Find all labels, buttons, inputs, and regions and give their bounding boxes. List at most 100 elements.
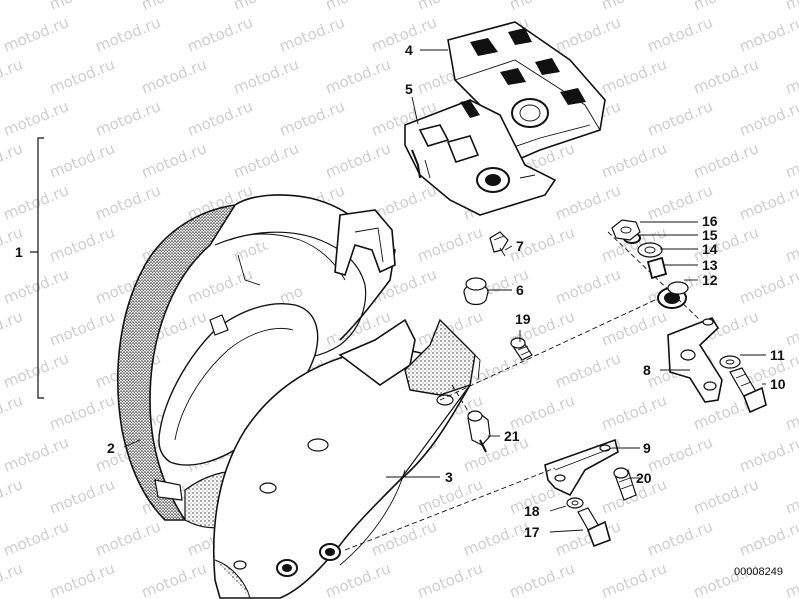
callout-18: 18	[524, 503, 540, 519]
watermark-text: motod.ru	[323, 559, 394, 599]
part-reference-number: 00008249	[734, 566, 783, 578]
watermark-text: motod.ru	[737, 13, 799, 55]
watermark-text: motod.ru	[507, 559, 578, 599]
callout-10: 10	[770, 376, 786, 392]
watermark-text: motod.ru	[645, 13, 716, 55]
watermark-text: motod.ru	[599, 475, 670, 517]
watermark-text: motod.ru	[1, 181, 72, 223]
watermark-text: motod.ru	[185, 265, 256, 307]
cover-part	[447, 21, 606, 166]
watermark-text: motod.ru	[737, 433, 799, 475]
watermark-text: motod.ru	[47, 475, 118, 517]
screw-19-part	[510, 337, 533, 361]
callout-3: 3	[445, 469, 453, 485]
watermark-text: motod.ru	[0, 0, 25, 14]
watermark-text: motod.ru	[139, 139, 210, 181]
callout-2: 2	[107, 440, 115, 456]
watermark-text: motod.ru	[231, 139, 302, 181]
washer-18-part	[566, 497, 584, 509]
watermark-text: motod.ru	[599, 307, 670, 349]
washer-11-part	[719, 355, 741, 369]
inner-panel-part	[212, 318, 481, 599]
callout-12: 12	[702, 272, 718, 288]
watermark-text: motod.ru	[0, 307, 25, 349]
callout-13: 13	[702, 257, 718, 273]
watermark-text: motod.ru	[1, 517, 72, 559]
watermark-text: motod.ru	[369, 517, 440, 559]
watermark-text: motod.ru	[599, 0, 670, 14]
watermark-text: motod.ru	[737, 97, 799, 139]
watermark-text: motod.ru	[783, 391, 799, 433]
callout-5: 5	[405, 81, 413, 97]
callout-4: 4	[405, 42, 413, 58]
watermark-text: motod.ru	[93, 97, 164, 139]
watermark-text: motod.ru	[783, 0, 799, 14]
callout-15: 15	[702, 227, 718, 243]
watermark-text: motod.ru	[691, 0, 762, 14]
watermark-text: motod.ru	[599, 55, 670, 97]
watermark-text: motod.ru	[553, 349, 624, 391]
watermark-text: motod.ru	[139, 559, 210, 599]
callout-20: 20	[636, 470, 652, 486]
callout-7: 7	[516, 238, 524, 254]
watermark-text: motod.ru	[47, 0, 118, 14]
watermark-text: motod.ru	[415, 223, 486, 265]
watermark-text: motod.ru	[1, 433, 72, 475]
watermark-text: motod.ru	[47, 223, 118, 265]
watermark-text: motod.ru	[783, 55, 799, 97]
watermark-text: motod.ru	[0, 475, 25, 517]
bolt-21-part	[467, 410, 491, 453]
callout-11: 11	[770, 347, 785, 363]
watermark-text: motod.ru	[553, 181, 624, 223]
callout-8: 8	[643, 362, 651, 378]
callout-6: 6	[516, 282, 524, 298]
assembly-group-bracket	[30, 137, 44, 399]
watermark-text: motod.ru	[47, 139, 118, 181]
watermark-text: motod.ru	[691, 475, 762, 517]
watermark-text: motod.ru	[277, 13, 348, 55]
watermark-text: motod.ru	[553, 13, 624, 55]
bolt-10-part	[729, 367, 767, 414]
watermark-text: motod.ru	[1, 265, 72, 307]
watermark-text: motod.ru	[1, 349, 72, 391]
nut-16-part	[611, 219, 641, 241]
grommet-part	[463, 277, 489, 306]
watermark-text: motod.ru	[737, 265, 799, 307]
watermark-text: motod.ru	[0, 55, 25, 97]
watermark-text: motod.ru	[47, 559, 118, 599]
bracket-8-part	[667, 317, 723, 403]
watermark-text: motod.ru	[0, 139, 25, 181]
watermark-text: motod.ru	[737, 517, 799, 559]
watermark-text: motod.ru	[783, 475, 799, 517]
watermark-text: motod.ru	[783, 307, 799, 349]
watermark-text: motod.ru	[323, 139, 394, 181]
watermark-text: motod.ru	[645, 97, 716, 139]
bush-12-part	[657, 281, 689, 309]
watermark-text: motod.ru	[599, 139, 670, 181]
watermark-text: motod.ru	[507, 0, 578, 14]
switch-housing-part	[404, 99, 557, 216]
watermark-text: motod.ru	[645, 517, 716, 559]
watermark-text: motod.ru	[1, 13, 72, 55]
watermark-text: motod.ru	[185, 97, 256, 139]
callout-16: 16	[702, 213, 718, 229]
callout-1: 1	[15, 244, 23, 260]
watermark-text: motod.ru	[323, 55, 394, 97]
watermark-text: motod.ru	[93, 13, 164, 55]
callout-21: 21	[504, 428, 520, 444]
callout-9: 9	[643, 440, 651, 456]
watermark-text: motod.ru	[47, 307, 118, 349]
watermark-text: motod.ru	[415, 559, 486, 599]
watermark-text: motod.ru	[139, 0, 210, 14]
watermark-text: motod.ru	[415, 0, 486, 14]
watermark-text: motod.ru	[93, 181, 164, 223]
watermark-text: motod.ru	[47, 391, 118, 433]
callout-17: 17	[524, 524, 540, 540]
watermark-text: motod.ru	[47, 55, 118, 97]
watermark-text: motod.ru	[691, 139, 762, 181]
watermark-text: motod.ru	[0, 391, 25, 433]
watermark-text: motod.ru	[691, 55, 762, 97]
callout-19: 19	[515, 311, 531, 327]
washer-14-part	[637, 242, 663, 258]
